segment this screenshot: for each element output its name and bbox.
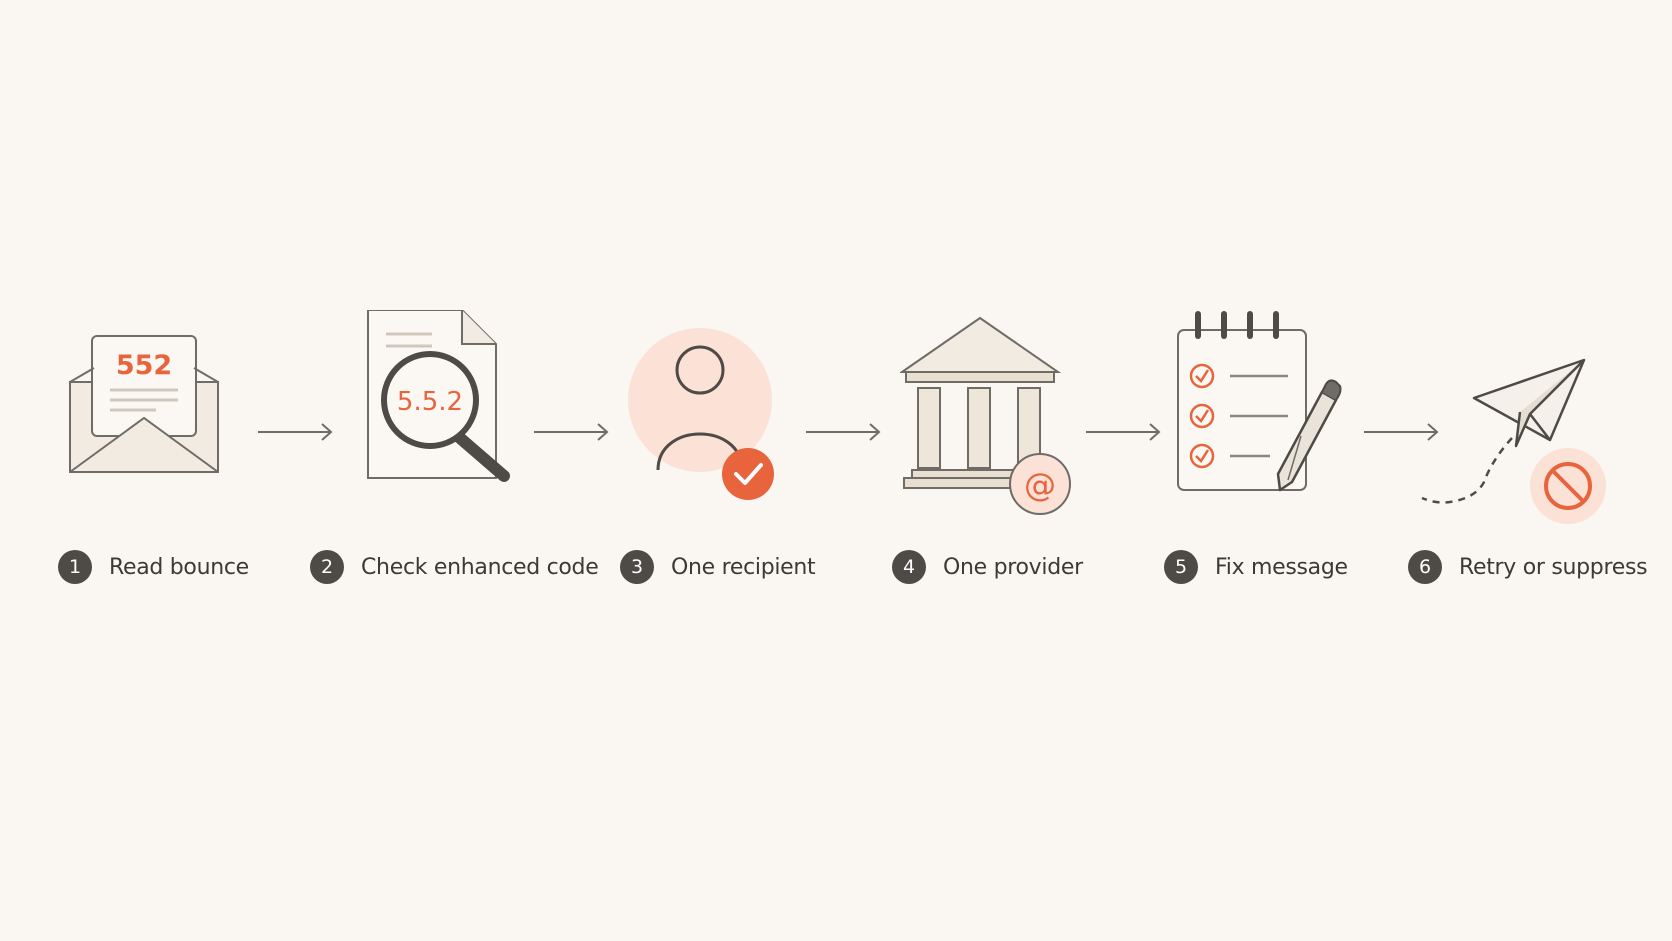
step-number-badge: 3 xyxy=(620,550,654,584)
step-number-badge: 1 xyxy=(58,550,92,584)
flow-arrow xyxy=(256,420,336,444)
step-label-3: 3 One recipient xyxy=(620,548,816,586)
step-label-6: 6 Retry or suppress xyxy=(1408,548,1648,586)
step-number-badge: 2 xyxy=(310,550,344,584)
flow-arrow xyxy=(804,420,884,444)
magnifier-document-icon: 5.5.2 xyxy=(366,309,526,530)
step-number-badge: 5 xyxy=(1164,550,1198,584)
flow-arrow xyxy=(1084,420,1164,444)
checklist-pencil-icon xyxy=(1176,310,1346,530)
paper-plane-block-icon xyxy=(1420,310,1620,530)
step-label-text: Check enhanced code xyxy=(361,554,599,580)
svg-text:5.5.2: 5.5.2 xyxy=(397,387,463,417)
step-label-2: 2 Check enhanced code xyxy=(310,548,599,586)
svg-text:@: @ xyxy=(1024,466,1056,504)
step-label-text: One recipient xyxy=(671,554,816,580)
step-label-4: 4 One provider xyxy=(892,548,1083,586)
step-label-5: 5 Fix message xyxy=(1164,548,1348,586)
user-check-icon xyxy=(628,310,788,530)
step-label-text: Fix message xyxy=(1215,554,1348,580)
step-number-badge: 4 xyxy=(892,550,926,584)
envelope-icon: 552 xyxy=(66,310,226,530)
step-label-text: Retry or suppress xyxy=(1459,554,1648,580)
svg-text:552: 552 xyxy=(116,350,172,381)
step-label-1: 1 Read bounce xyxy=(58,548,249,586)
step-label-text: One provider xyxy=(943,554,1083,580)
flow-arrow xyxy=(1362,420,1442,444)
bank-at-icon: @ xyxy=(898,310,1080,530)
step-number-badge: 6 xyxy=(1408,550,1442,584)
flow-arrow xyxy=(532,420,612,444)
step-label-text: Read bounce xyxy=(109,554,249,580)
